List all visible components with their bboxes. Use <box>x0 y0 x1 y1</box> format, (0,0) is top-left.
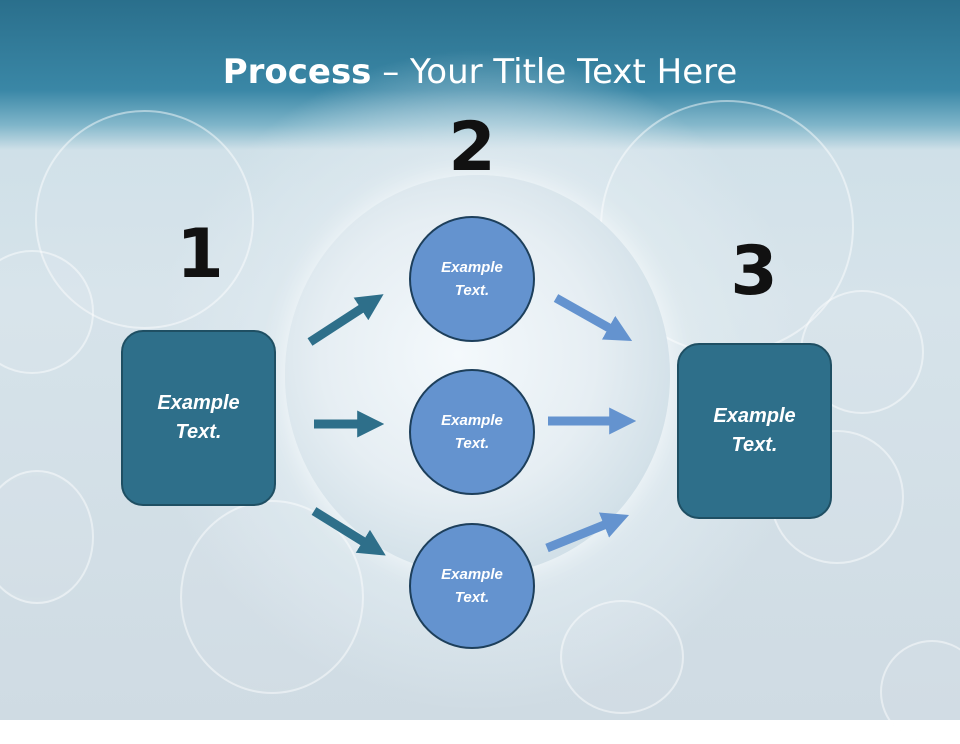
left-text-box: Example Text. <box>121 330 276 506</box>
circle-top: Example Text. <box>409 216 535 342</box>
right-box-text: Example Text. <box>713 405 796 456</box>
arrow-1-to-top <box>307 294 384 346</box>
arrow-top-to-3 <box>553 294 633 341</box>
right-text-box: Example Text. <box>677 343 832 519</box>
circle-bottom-text: Example Text. <box>441 566 503 606</box>
arrows-layer <box>307 294 637 556</box>
arrow-bottom-to-3 <box>545 512 630 553</box>
step-number-3: 3 <box>730 232 778 311</box>
background-bubble <box>0 470 94 604</box>
circle-middle: Example Text. <box>409 369 535 495</box>
circle-bottom: Example Text. <box>409 523 535 649</box>
left-box-text: Example Text. <box>157 392 240 443</box>
arrow-1-to-bottom <box>311 507 386 556</box>
title-rest: – Your Title Text Here <box>371 52 738 92</box>
circle-top-text: Example Text. <box>441 259 503 299</box>
slide-title: Process – Your Title Text Here <box>0 52 960 92</box>
background-bubble <box>180 500 364 694</box>
title-bold: Process <box>222 52 372 92</box>
step-number-2: 2 <box>448 108 496 187</box>
circle-middle-text: Example Text. <box>441 412 503 452</box>
step-number-1: 1 <box>176 215 224 294</box>
background-bubble <box>560 600 684 714</box>
